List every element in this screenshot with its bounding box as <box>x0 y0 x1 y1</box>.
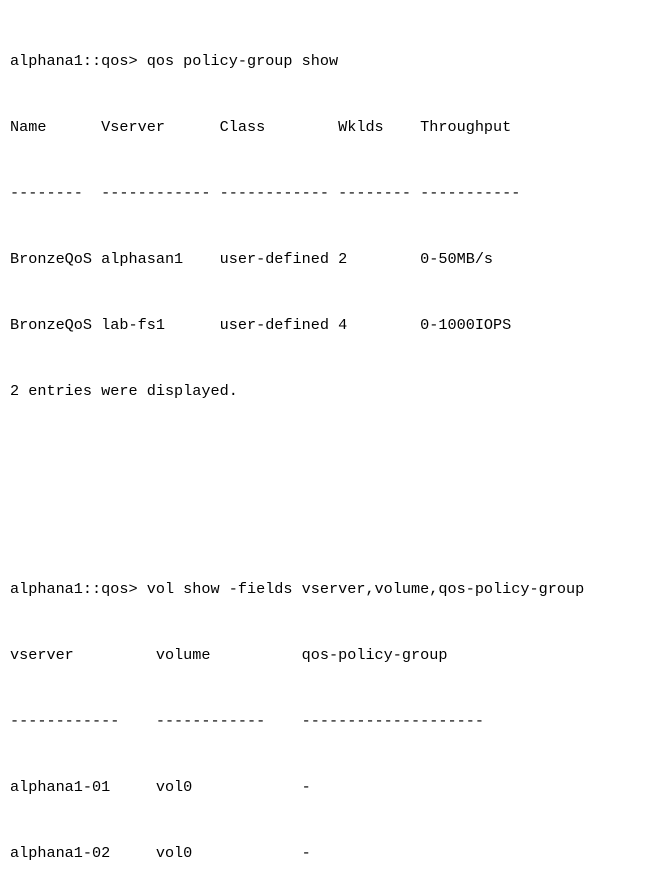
table-row: BronzeQoS lab-fs1 user-defined 4 0-1000I… <box>10 316 512 334</box>
table-row: BronzeQoS alphasan1 user-defined 2 0-50M… <box>10 250 494 268</box>
table-separator-vol: ------------ ------------ --------------… <box>10 712 484 730</box>
table-row: alphana1-01 vol0 - <box>10 778 311 796</box>
terminal-output: alphana1::qos> qos policy-group show Nam… <box>10 6 584 890</box>
blank-line <box>10 512 584 534</box>
entries-count-policy-group: 2 entries were displayed. <box>10 382 238 400</box>
table-row: alphana1-02 vol0 - <box>10 844 311 862</box>
blank-line <box>10 446 584 468</box>
terminal-window[interactable]: alphana1::qos> qos policy-group show Nam… <box>0 0 651 862</box>
table-header-policy-group: Name Vserver Class Wklds Throughput <box>10 118 512 136</box>
command-line-qos-policy-group-show: alphana1::qos> qos policy-group show <box>10 52 339 70</box>
table-header-vol: vserver volume qos-policy-group <box>10 646 448 664</box>
command-line-vol-show: alphana1::qos> vol show -fields vserver,… <box>10 580 585 598</box>
table-separator-policy-group: -------- ------------ ------------ -----… <box>10 184 521 202</box>
